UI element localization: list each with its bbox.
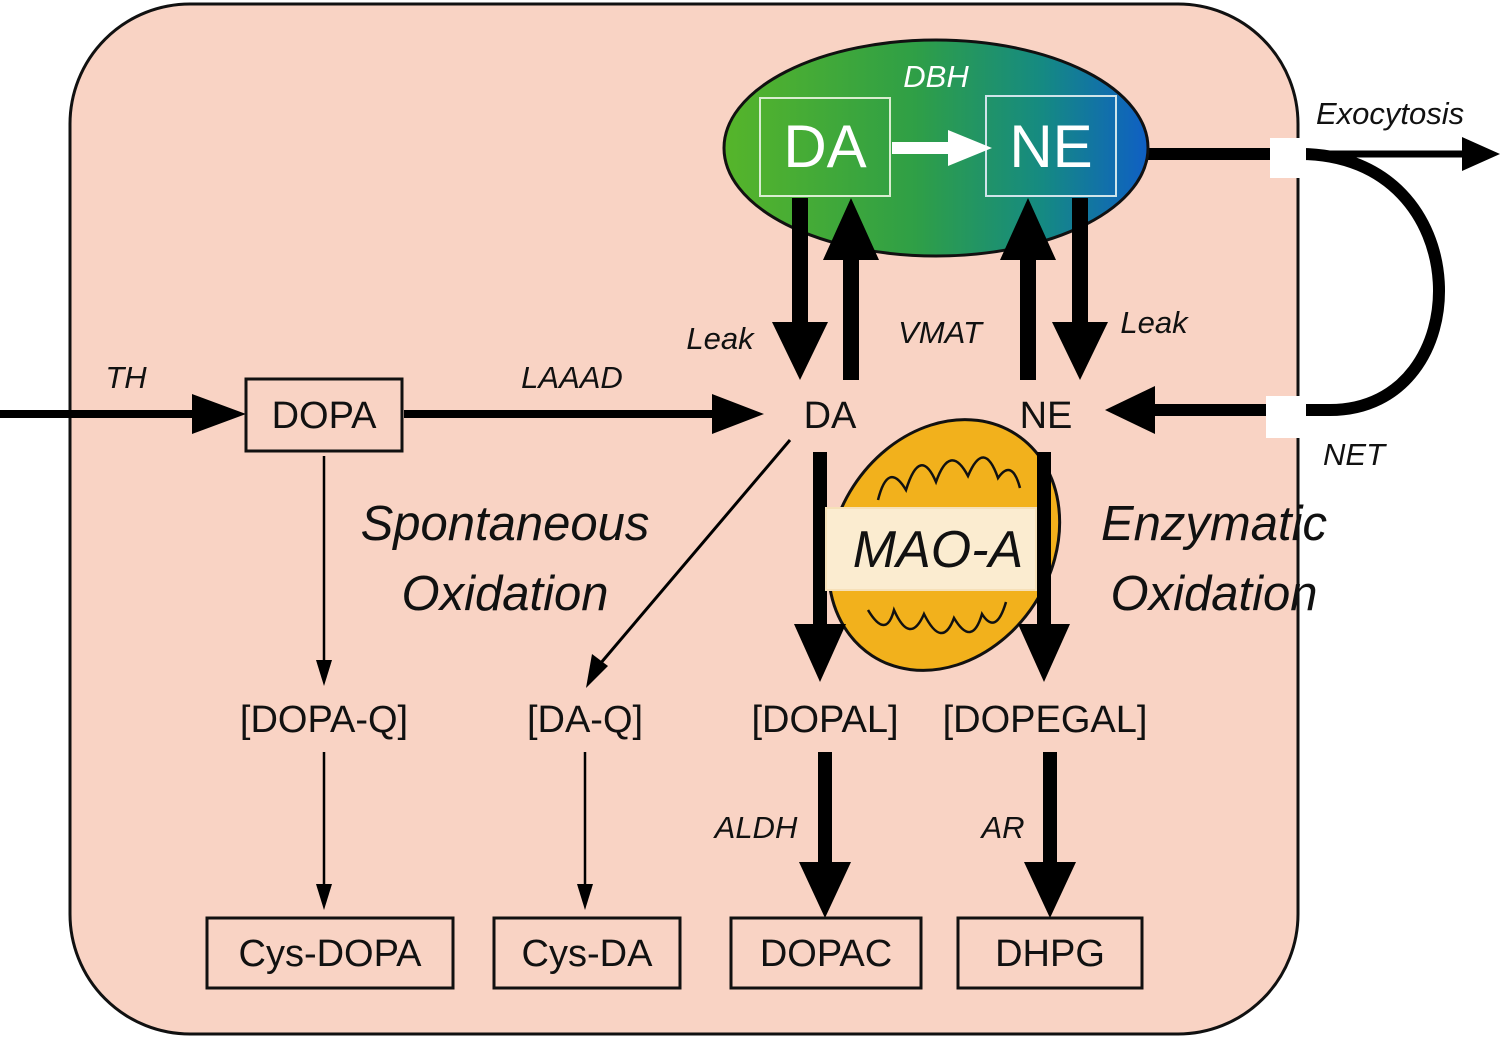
downstream-arrows xyxy=(799,752,1076,918)
membrane-gap-bottom xyxy=(1266,396,1306,438)
mao-a-box xyxy=(825,507,1037,591)
cys-da-box xyxy=(492,916,682,990)
mao-a-label: MAO-A xyxy=(853,521,1023,579)
net-label: NET xyxy=(1323,437,1387,472)
cys-dopa-box xyxy=(205,916,455,990)
net-arrowhead xyxy=(1105,386,1155,434)
ar-label: AR xyxy=(979,810,1024,845)
leak-left-label: Leak xyxy=(686,321,755,356)
dbh-label: DBH xyxy=(903,59,969,94)
dhpg-box xyxy=(956,916,1144,990)
da-vmat-arrowhead xyxy=(823,198,879,260)
ne-vmat-arrowhead xyxy=(1000,198,1056,260)
dopegal-label: [DOPEGAL] xyxy=(943,699,1148,741)
dopac-label: DOPAC xyxy=(760,933,892,975)
spontaneous-oxidation-line2: Oxidation xyxy=(401,567,608,621)
ne-label: NE xyxy=(1020,395,1073,437)
vmat-label: VMAT xyxy=(898,315,984,350)
dopac-box xyxy=(729,916,923,990)
aldh-label: ALDH xyxy=(713,810,798,845)
dopa-box xyxy=(244,377,404,453)
leak-right-label: Leak xyxy=(1120,305,1189,340)
laaad-label: LAAAD xyxy=(521,360,623,395)
mao-arrows xyxy=(794,452,1070,682)
vesicle-da-label: DA xyxy=(783,113,866,180)
exocytosis-label: Exocytosis xyxy=(1316,96,1464,131)
da-q-label: [DA-Q] xyxy=(527,699,643,741)
vesicle-ne-label: NE xyxy=(1009,113,1092,180)
cys-da-label: Cys-DA xyxy=(522,933,654,975)
dopal-arrowhead xyxy=(794,624,846,682)
vesicle-da-box xyxy=(759,97,891,197)
membrane-gap-top xyxy=(1270,138,1306,178)
th-arrowhead xyxy=(192,394,246,434)
enzymatic-oxidation-line2: Oxidation xyxy=(1110,567,1317,621)
dhpg-arrowhead xyxy=(1024,862,1076,918)
dopa-q-label: [DOPA-Q] xyxy=(240,699,408,741)
th-label: TH xyxy=(105,360,147,395)
enzymatic-oxidation-line1: Enzymatic xyxy=(1101,497,1327,551)
spontaneous-arrows xyxy=(316,439,792,910)
dhpg-label: DHPG xyxy=(995,933,1105,975)
dopal-label: [DOPAL] xyxy=(751,699,898,741)
vesicle-transport-arrows xyxy=(772,198,1108,380)
exocytosis-arrowhead xyxy=(1462,137,1500,171)
cell-body xyxy=(68,2,1300,1036)
dbh-arrowhead xyxy=(948,130,992,166)
ne-leak-arrowhead xyxy=(1052,322,1108,380)
spontaneous-oxidation-line1: Spontaneous xyxy=(361,497,650,551)
cys-dopa-label: Cys-DOPA xyxy=(239,933,423,975)
dopegal-arrowhead xyxy=(1018,624,1070,682)
laaad-arrowhead xyxy=(712,394,764,434)
da-leak-arrowhead xyxy=(772,322,828,380)
exocytosis-reuptake-loop xyxy=(1105,137,1500,438)
storage-vesicle: DA NE DBH xyxy=(722,38,1150,258)
dopa-label: DOPA xyxy=(272,395,378,437)
dopac-arrowhead xyxy=(799,862,851,918)
synthesis-arrows xyxy=(0,394,764,434)
da-label: DA xyxy=(804,395,857,437)
